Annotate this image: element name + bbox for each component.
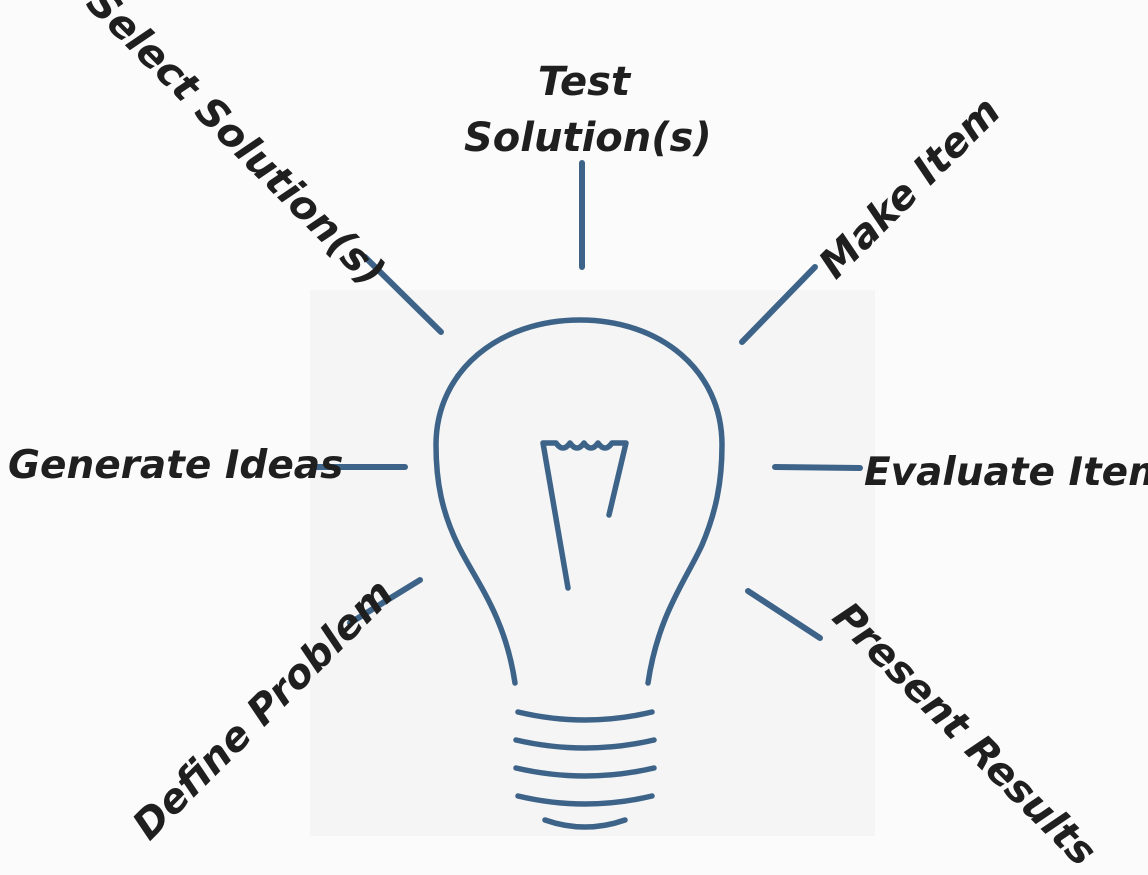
bulb-filament <box>540 440 629 591</box>
bulb-base-tip <box>542 817 628 830</box>
label-evaluate-item: Evaluate Item <box>864 450 1148 495</box>
label-test-solutions-line1: Test <box>537 59 631 105</box>
ray-make-item <box>739 264 818 345</box>
ray-present-results <box>745 588 823 641</box>
ray-evaluate-item <box>772 464 863 471</box>
ray-select-solution <box>362 254 444 335</box>
lightbulb-icon <box>433 317 725 830</box>
bulb-base-thread-1 <box>515 709 655 723</box>
ray-define-problem <box>347 577 423 626</box>
lightbulb-diagram <box>311 160 863 830</box>
background-panel <box>310 290 875 836</box>
bulb-glass-outline <box>433 317 725 686</box>
bulb-base-thread-4 <box>515 793 655 807</box>
label-test-solutions-line2: Solution(s) <box>464 115 712 161</box>
label-generate-ideas: Generate Ideas <box>8 443 344 488</box>
bulb-base-thread-3 <box>513 765 657 779</box>
bulb-base-thread-2 <box>513 737 657 751</box>
